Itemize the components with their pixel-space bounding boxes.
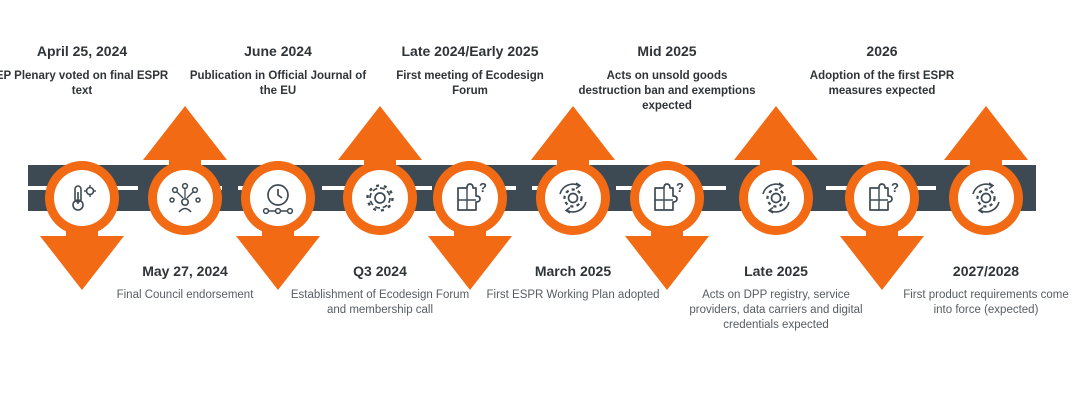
arrow-up-icon: [734, 106, 818, 178]
milestone-date: Late 2024/Early 2025: [401, 43, 539, 59]
gear-cycle-icon: [972, 182, 1000, 214]
arrow-up-icon: [338, 106, 422, 178]
milestone-marker: ?: [832, 130, 932, 290]
arrow-up-icon: [531, 106, 615, 178]
arrow-down-icon: [625, 218, 709, 290]
arrow-down-icon: [840, 218, 924, 290]
milestone-date: Q3 2024: [353, 263, 407, 279]
milestone-marker: [135, 106, 235, 265]
network-people-icon: [169, 182, 201, 213]
milestone-date: 2026: [866, 43, 898, 59]
puzzle-question-icon: ?: [457, 180, 487, 211]
milestone-date: Late 2025: [744, 263, 808, 279]
milestone-description: Acts on DPP registry, service providers,…: [689, 289, 863, 331]
milestone-description: Establishment of Ecodesign Forum and mem…: [290, 289, 470, 316]
milestone-description: First ESPR Working Plan adopted: [486, 289, 660, 301]
milestone-marker: ?: [420, 130, 520, 290]
milestone-date: 2027/2028: [952, 263, 1020, 279]
milestone-date: April 25, 2024: [36, 43, 128, 59]
milestone-date: June 2024: [244, 43, 312, 59]
arrow-up-icon: [143, 106, 227, 178]
milestone-marker: ?: [617, 130, 717, 290]
milestone-description: Adoption of the first ESPR measures expe…: [809, 70, 955, 97]
thermometer-gear-icon: [72, 185, 96, 211]
arrow-down-icon: [40, 218, 124, 290]
svg-text:?: ?: [891, 180, 899, 195]
svg-text:?: ?: [479, 180, 487, 195]
arrow-up-icon: [944, 106, 1028, 178]
milestone-marker: [228, 130, 328, 290]
clock-timeline-icon: [262, 184, 294, 215]
milestone-description: Publication in Official Journal of the E…: [189, 70, 367, 97]
milestone-marker: [936, 106, 1036, 265]
milestone-marker: [330, 106, 430, 265]
milestone-date: March 2025: [534, 263, 612, 279]
milestone-marker: [523, 106, 623, 265]
milestone-label: April 25, 2024 EP Plenary voted on final …: [0, 42, 172, 99]
road-lane-markings: [28, 186, 1036, 190]
gear-cycle-icon: [559, 182, 587, 214]
milestone-date: May 27, 2024: [142, 263, 228, 279]
arrow-down-icon: [428, 218, 512, 290]
milestone-description: First product requirements come into for…: [903, 289, 1069, 316]
gear-cycle-icon: [762, 182, 790, 214]
milestone-description: EP Plenary voted on final ESPR text: [0, 70, 169, 97]
milestone-description: First meeting of Ecodesign Forum: [396, 70, 544, 97]
gear-icon: [366, 184, 394, 212]
svg-text:?: ?: [676, 180, 684, 195]
milestone-marker: [32, 130, 132, 290]
milestone-description: Acts on unsold goods destruction ban and…: [578, 70, 756, 112]
milestone-description: Final Council endorsement: [116, 289, 254, 301]
arrow-down-icon: [236, 218, 320, 290]
puzzle-question-icon: ?: [654, 180, 684, 211]
milestone-date: Mid 2025: [637, 43, 697, 59]
puzzle-question-icon: ?: [869, 180, 899, 211]
milestone-marker: [726, 106, 826, 265]
